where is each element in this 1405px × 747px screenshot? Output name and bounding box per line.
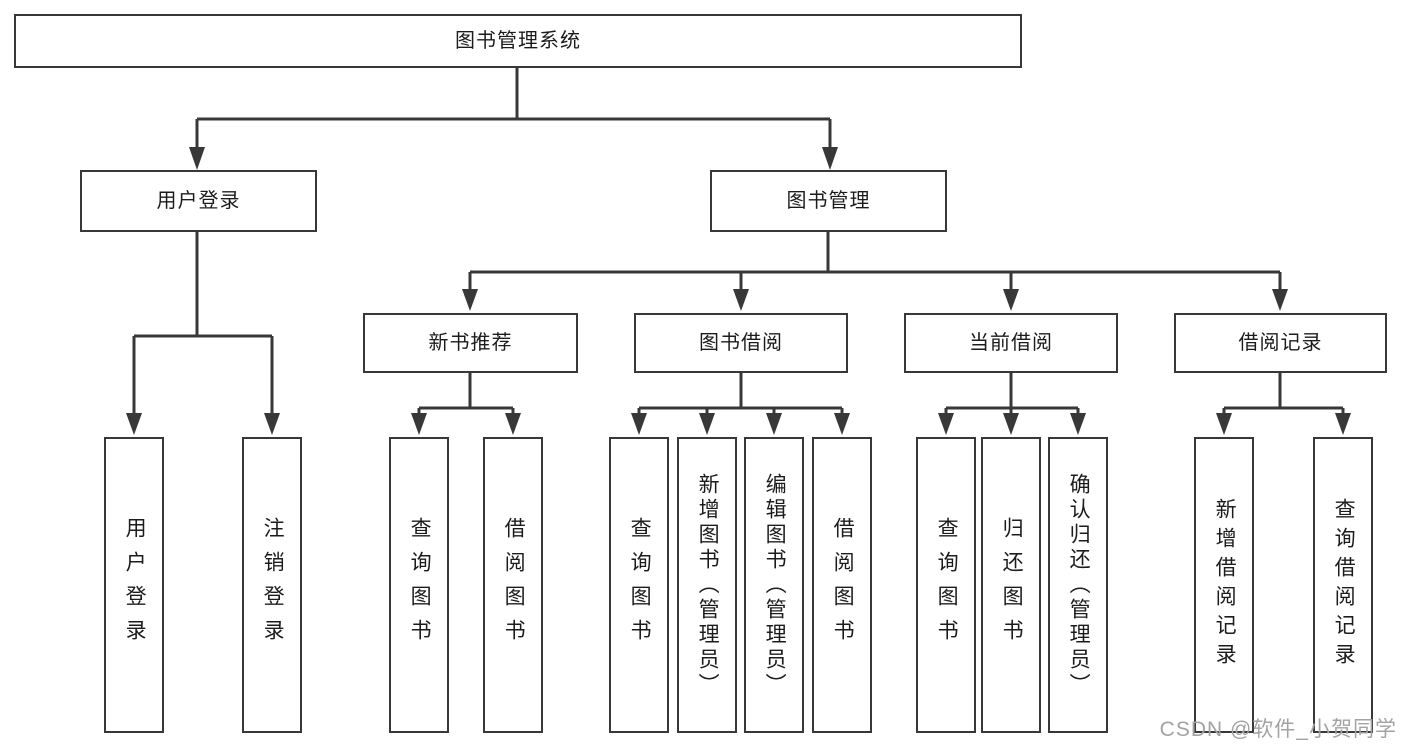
node-leaf-user-login: 用户登录 [104, 437, 164, 733]
node-leaf-return-books-label: 归还图书 [1000, 517, 1024, 653]
node-book-borrow: 图书借阅 [634, 313, 848, 373]
node-leaf-query-books-2-label: 查询图书 [628, 517, 652, 653]
node-leaf-return-books: 归还图书 [981, 437, 1041, 733]
node-leaf-logout: 注销登录 [242, 437, 302, 733]
node-book-management-branch: 图书管理 [710, 170, 947, 232]
node-leaf-confirm-return-admin-label: 确认归还（管理员） [1067, 472, 1091, 698]
node-leaf-user-login-label: 用户登录 [123, 517, 147, 653]
node-leaf-query-books-1-label: 查询图书 [408, 517, 432, 653]
node-book-borrow-label: 图书借阅 [699, 331, 783, 354]
node-leaf-borrow-books-1-label: 借阅图书 [502, 517, 526, 653]
node-current-borrow: 当前借阅 [904, 313, 1118, 373]
node-leaf-query-borrow-record: 查询借阅记录 [1313, 437, 1373, 733]
node-leaf-borrow-books-2-label: 借阅图书 [831, 517, 855, 653]
node-borrow-records: 借阅记录 [1174, 313, 1387, 373]
node-leaf-borrow-books-1: 借阅图书 [483, 437, 543, 733]
node-leaf-query-borrow-record-label: 查询借阅记录 [1332, 498, 1356, 672]
node-leaf-edit-books-admin: 编辑图书（管理员） [744, 437, 804, 733]
node-leaf-query-books-2: 查询图书 [609, 437, 669, 733]
arrowheads [126, 147, 1351, 435]
node-new-book-recommend-label: 新书推荐 [428, 331, 513, 354]
node-user-login-branch: 用户登录 [80, 170, 317, 232]
node-leaf-add-borrow-record-label: 新增借阅记录 [1213, 498, 1237, 672]
node-leaf-confirm-return-admin: 确认归还（管理员） [1048, 437, 1108, 733]
node-book-management-branch-label: 图书管理 [786, 189, 871, 212]
node-current-borrow-label: 当前借阅 [969, 331, 1053, 354]
node-leaf-add-borrow-record: 新增借阅记录 [1194, 437, 1254, 733]
node-leaf-borrow-books-2: 借阅图书 [812, 437, 872, 733]
node-borrow-records-label: 借阅记录 [1238, 331, 1323, 354]
node-leaf-query-books-3-label: 查询图书 [935, 517, 959, 653]
node-book-management-system-label: 图书管理系统 [455, 29, 581, 52]
node-leaf-edit-books-admin-label: 编辑图书（管理员） [763, 472, 787, 698]
node-leaf-logout-label: 注销登录 [261, 517, 285, 653]
node-new-book-recommend: 新书推荐 [363, 313, 578, 373]
node-leaf-add-books-admin-label: 新增图书（管理员） [696, 472, 720, 698]
node-leaf-query-books-3: 查询图书 [916, 437, 976, 733]
node-leaf-add-books-admin: 新增图书（管理员） [677, 437, 737, 733]
node-user-login-branch-label: 用户登录 [156, 189, 241, 212]
node-leaf-query-books-1: 查询图书 [389, 437, 449, 733]
node-book-management-system: 图书管理系统 [14, 14, 1022, 68]
